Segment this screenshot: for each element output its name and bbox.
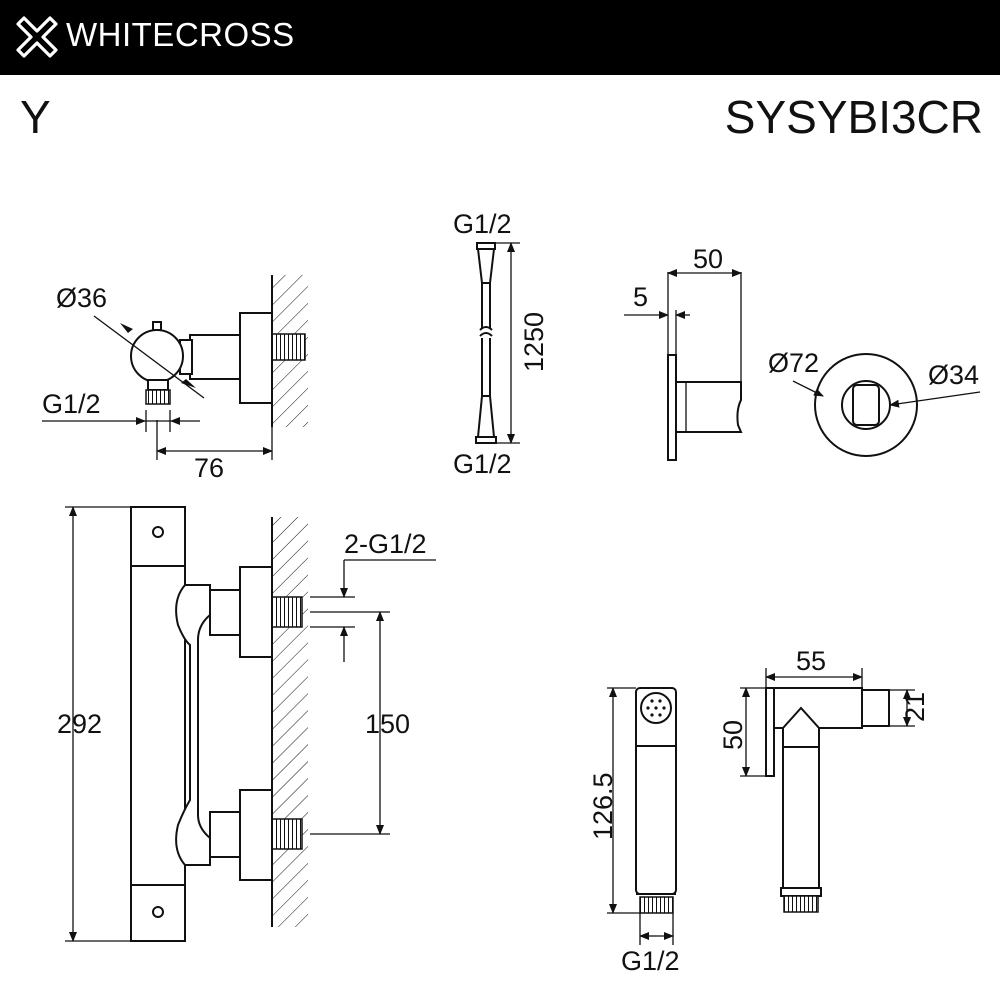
upper-plate — [239, 566, 273, 658]
header-bar: WHITECROSS — [0, 0, 1000, 75]
series-label: Y — [20, 91, 51, 143]
body-circle — [130, 329, 184, 383]
diameter-34-label: Ø34 — [928, 360, 979, 390]
holder-plate-5-label: 5 — [633, 282, 648, 312]
wall-hatch-bottom — [272, 517, 308, 927]
wall-thread — [271, 333, 306, 361]
holder-view: 50 5 Ø72 Ø34 — [624, 244, 981, 461]
mixer-body — [130, 506, 186, 942]
hose-view: G1/2 G1/2 1250 — [453, 209, 549, 479]
detail-depth-21-label: 21 — [900, 692, 930, 722]
side-thread-label: G1/2 — [42, 389, 101, 419]
detail-height-50-label: 50 — [718, 720, 748, 750]
model-code: SYSYBI3CR — [724, 91, 983, 143]
diameter-72-label: Ø72 — [768, 348, 819, 378]
diameter-36-label: Ø36 — [56, 283, 107, 313]
holder-width-50-label: 50 — [693, 244, 723, 274]
holder-plate — [667, 354, 677, 461]
holder-front-circle — [814, 353, 918, 457]
hand-shower-thread-label: G1/2 — [621, 946, 680, 976]
hand-shower-view: 126.5 G1/2 — [588, 687, 680, 976]
lower-plate — [239, 789, 273, 881]
mixer-front-view: 292 2-G1/2 150 — [57, 506, 436, 942]
brand-name: WHITECROSS — [66, 16, 295, 53]
mixer-side-view: Ø36 G1/2 76 — [42, 275, 308, 483]
hose-bottom-thread-label: G1/2 — [453, 449, 512, 479]
whitecross-logo-icon — [16, 16, 58, 58]
mount-plate — [239, 312, 273, 404]
height-292-label: 292 — [57, 709, 102, 739]
depth-76-label: 76 — [194, 453, 224, 483]
detail-width-55-label: 55 — [796, 646, 826, 676]
hose-length-label: 1250 — [519, 312, 549, 372]
spacing-150-label: 150 — [365, 709, 410, 739]
hose-top-thread-label: G1/2 — [453, 209, 512, 239]
threads-2g12-label: 2-G1/2 — [344, 529, 427, 559]
hand-shower-body — [635, 687, 677, 895]
hand-shower-length-label: 126.5 — [588, 772, 618, 840]
holder-detail-view: 55 50 21 — [718, 646, 930, 913]
